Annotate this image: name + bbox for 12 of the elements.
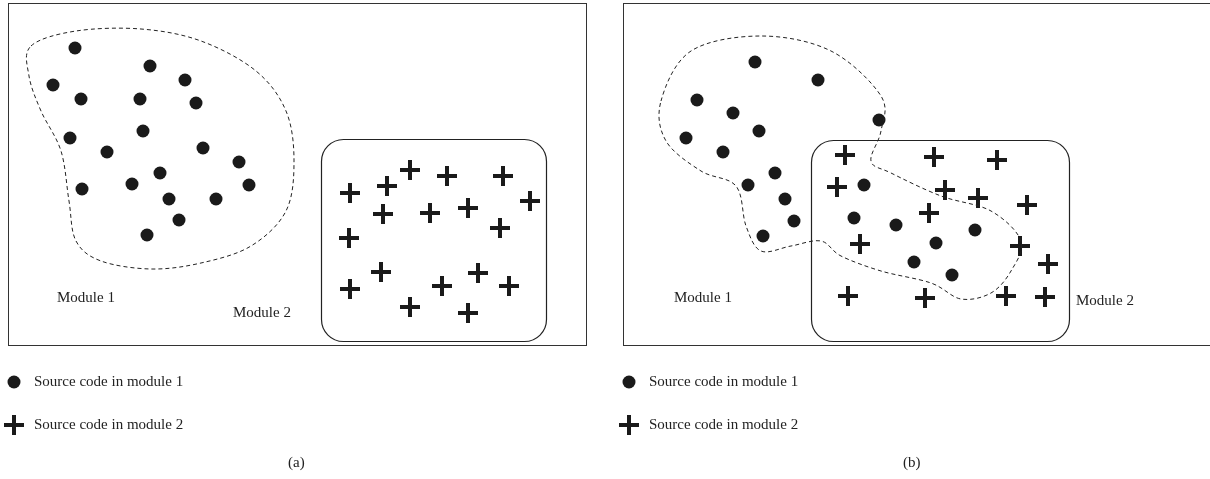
legend-text: Source code in module 1 <box>34 373 184 390</box>
panel-caption: (b) <box>903 454 921 471</box>
legend-text: Source code in module 2 <box>649 416 799 433</box>
module-label: Module 1 <box>57 289 115 306</box>
panel-frame <box>623 3 1210 346</box>
panel-caption: (a) <box>288 454 305 471</box>
module-label: Module 2 <box>1076 292 1134 309</box>
module-label: Module 2 <box>233 304 291 321</box>
panel-frame <box>8 3 587 346</box>
legend-text: Source code in module 2 <box>34 416 184 433</box>
legend-text: Source code in module 1 <box>649 373 799 390</box>
module-label: Module 1 <box>674 289 732 306</box>
